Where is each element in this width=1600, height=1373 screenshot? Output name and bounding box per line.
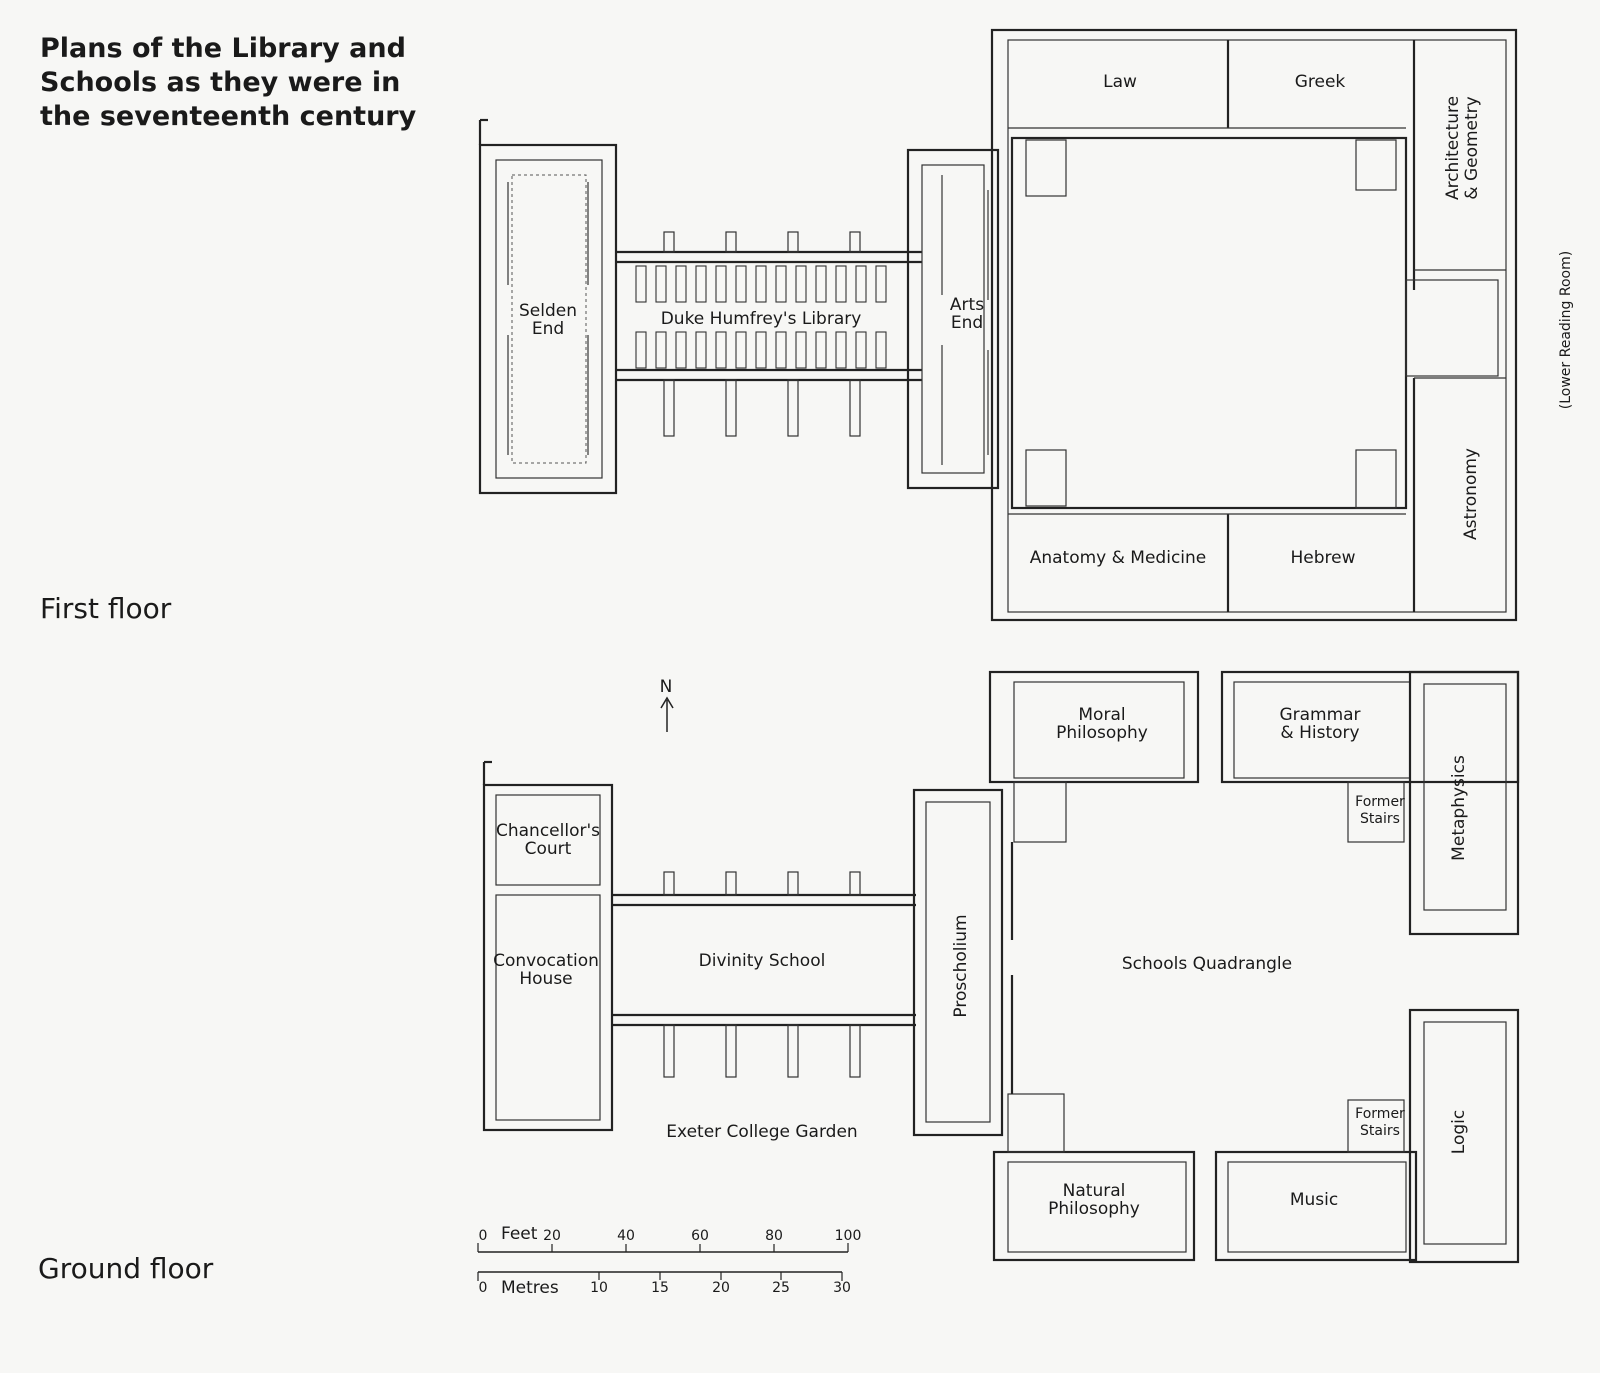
room-duke-humfrey: Duke Humfrey's Library	[661, 309, 862, 329]
metre-tick-25: 25	[772, 1280, 790, 1296]
first-floor-labels: Law Greek Architecture & Geometry Selden…	[519, 72, 1574, 568]
room-logic: Logic	[1449, 1110, 1469, 1154]
duke-humfrey-walls	[616, 231, 922, 437]
ground-floor-labels: Moral Philosophy Grammar & History Forme…	[493, 705, 1469, 1219]
proscholium-walls	[912, 788, 1004, 1137]
room-selden-line1: Selden	[519, 301, 577, 321]
metre-tick-30: 30	[833, 1280, 851, 1296]
room-grammar-line2: & History	[1280, 723, 1359, 743]
metre-tick-0: 0	[479, 1280, 488, 1296]
room-schools-quadrangle: Schools Quadrangle	[1122, 954, 1292, 974]
scale-bars: 0 Feet 20 40 60 80 100 0 Metres 10 15 20…	[477, 1224, 862, 1298]
room-metaphysics: Metaphysics	[1449, 755, 1469, 861]
room-chancellor-line1: Chancellor's	[496, 821, 600, 841]
selden-end-walls	[478, 118, 618, 495]
room-divinity: Divinity School	[699, 951, 826, 971]
room-natural-line2: Philosophy	[1048, 1199, 1140, 1219]
room-hebrew: Hebrew	[1290, 548, 1355, 568]
diagram-title: Plans of the Library and Schools as they…	[40, 33, 417, 132]
feet-tick-0: 0	[479, 1228, 488, 1244]
ground-floor-quad-walls	[988, 670, 1520, 1264]
room-proscholium: Proscholium	[951, 914, 971, 1017]
convocation-walls	[482, 760, 614, 1132]
north-arrow: N	[660, 677, 674, 732]
metre-tick-10: 10	[590, 1280, 608, 1296]
ground-floor-plan: Moral Philosophy Grammar & History Forme…	[482, 670, 1520, 1264]
first-floor-quad-walls	[990, 28, 1518, 622]
room-law: Law	[1103, 72, 1137, 92]
room-moral-line2: Philosophy	[1056, 723, 1148, 743]
room-grammar-line1: Grammar	[1279, 705, 1360, 725]
room-astronomy: Astronomy	[1461, 448, 1481, 540]
divinity-walls	[612, 871, 916, 1078]
room-arts-line1: Arts	[950, 295, 984, 315]
metre-tick-20: 20	[712, 1280, 730, 1296]
room-lower-reading-room: (Lower Reading Room)	[1558, 251, 1574, 409]
feet-tick-100: 100	[835, 1228, 862, 1244]
room-arts-line2: End	[951, 313, 983, 333]
metre-tick-15: 15	[651, 1280, 669, 1296]
first-floor-plan: Law Greek Architecture & Geometry Selden…	[478, 28, 1574, 622]
feet-tick-20: 20	[543, 1228, 561, 1244]
first-floor-label: First floor	[40, 592, 172, 625]
room-architecture-line1: Architecture	[1443, 96, 1463, 200]
room-architecture-line2: & Geometry	[1462, 96, 1482, 199]
room-former-stairs-north-line2: Stairs	[1360, 811, 1400, 827]
feet-tick-60: 60	[691, 1228, 709, 1244]
room-convocation-line1: Convocation	[493, 951, 599, 971]
room-former-stairs-north-line1: Former	[1355, 794, 1405, 810]
ground-floor-label: Ground floor	[38, 1252, 214, 1285]
room-exeter-garden: Exeter College Garden	[666, 1122, 857, 1142]
metres-label: Metres	[501, 1278, 559, 1298]
room-anatomy: Anatomy & Medicine	[1030, 548, 1207, 568]
room-chancellor-line2: Court	[525, 839, 572, 859]
north-arrow-label: N	[660, 677, 673, 697]
room-music: Music	[1290, 1190, 1338, 1210]
feet-tick-80: 80	[765, 1228, 783, 1244]
arts-end-walls	[906, 148, 1000, 490]
room-convocation-line2: House	[519, 969, 572, 989]
room-former-stairs-south-line1: Former	[1355, 1106, 1405, 1122]
room-moral-line1: Moral	[1078, 705, 1125, 725]
room-former-stairs-south-line2: Stairs	[1360, 1123, 1400, 1139]
feet-tick-40: 40	[617, 1228, 635, 1244]
feet-label: Feet	[501, 1224, 538, 1244]
room-natural-line1: Natural	[1063, 1181, 1126, 1201]
room-greek: Greek	[1295, 72, 1346, 92]
room-selden-line2: End	[532, 319, 564, 339]
